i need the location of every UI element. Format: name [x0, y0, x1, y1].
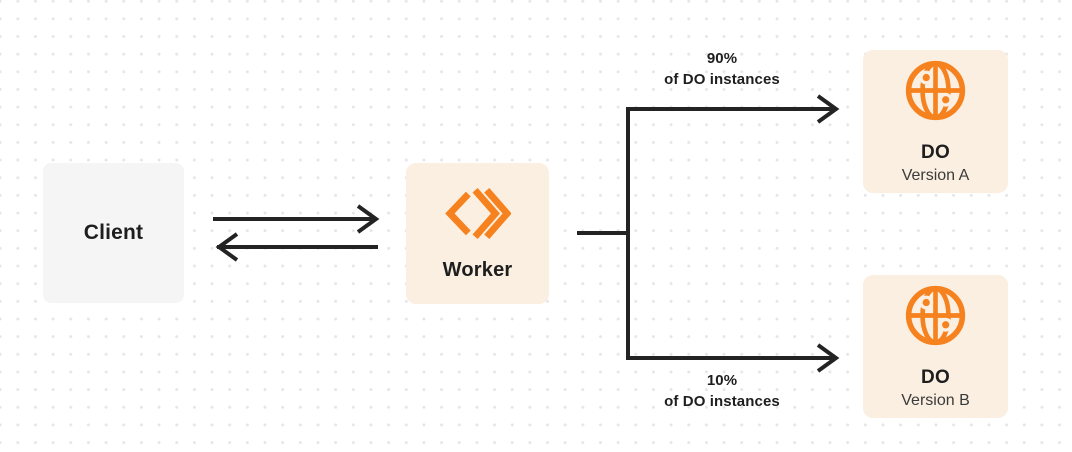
split-top-label: 90% of DO instances [612, 48, 832, 90]
branch-arrow-version-b [626, 233, 840, 373]
split-top-caption: of DO instances [664, 71, 780, 88]
globe-icon [904, 59, 967, 127]
worker-to-client-arrow [215, 232, 378, 262]
do-version-b-title: DO [921, 367, 950, 388]
client-to-worker-arrow [213, 204, 380, 234]
do-version-a-subtitle: Version A [901, 167, 970, 184]
client-label: Client [83, 221, 144, 244]
globe-icon [904, 284, 967, 352]
split-bottom-caption: of DO instances [664, 393, 780, 410]
split-bottom-percent: 10% [706, 372, 738, 389]
do-version-a-node: DO Version A [863, 50, 1008, 193]
do-version-a-title: DO [921, 142, 950, 163]
do-version-b-node: DO Version B [863, 275, 1008, 418]
workers-chevrons-icon [444, 187, 512, 244]
do-version-b-subtitle: Version B [901, 392, 970, 409]
worker-node: Worker [406, 163, 549, 304]
split-top-percent: 90% [706, 50, 738, 67]
worker-label: Worker [442, 258, 513, 281]
client-node: Client [43, 163, 184, 303]
branch-arrow-version-a [626, 94, 840, 233]
split-bottom-label: 10% of DO instances [612, 370, 832, 412]
